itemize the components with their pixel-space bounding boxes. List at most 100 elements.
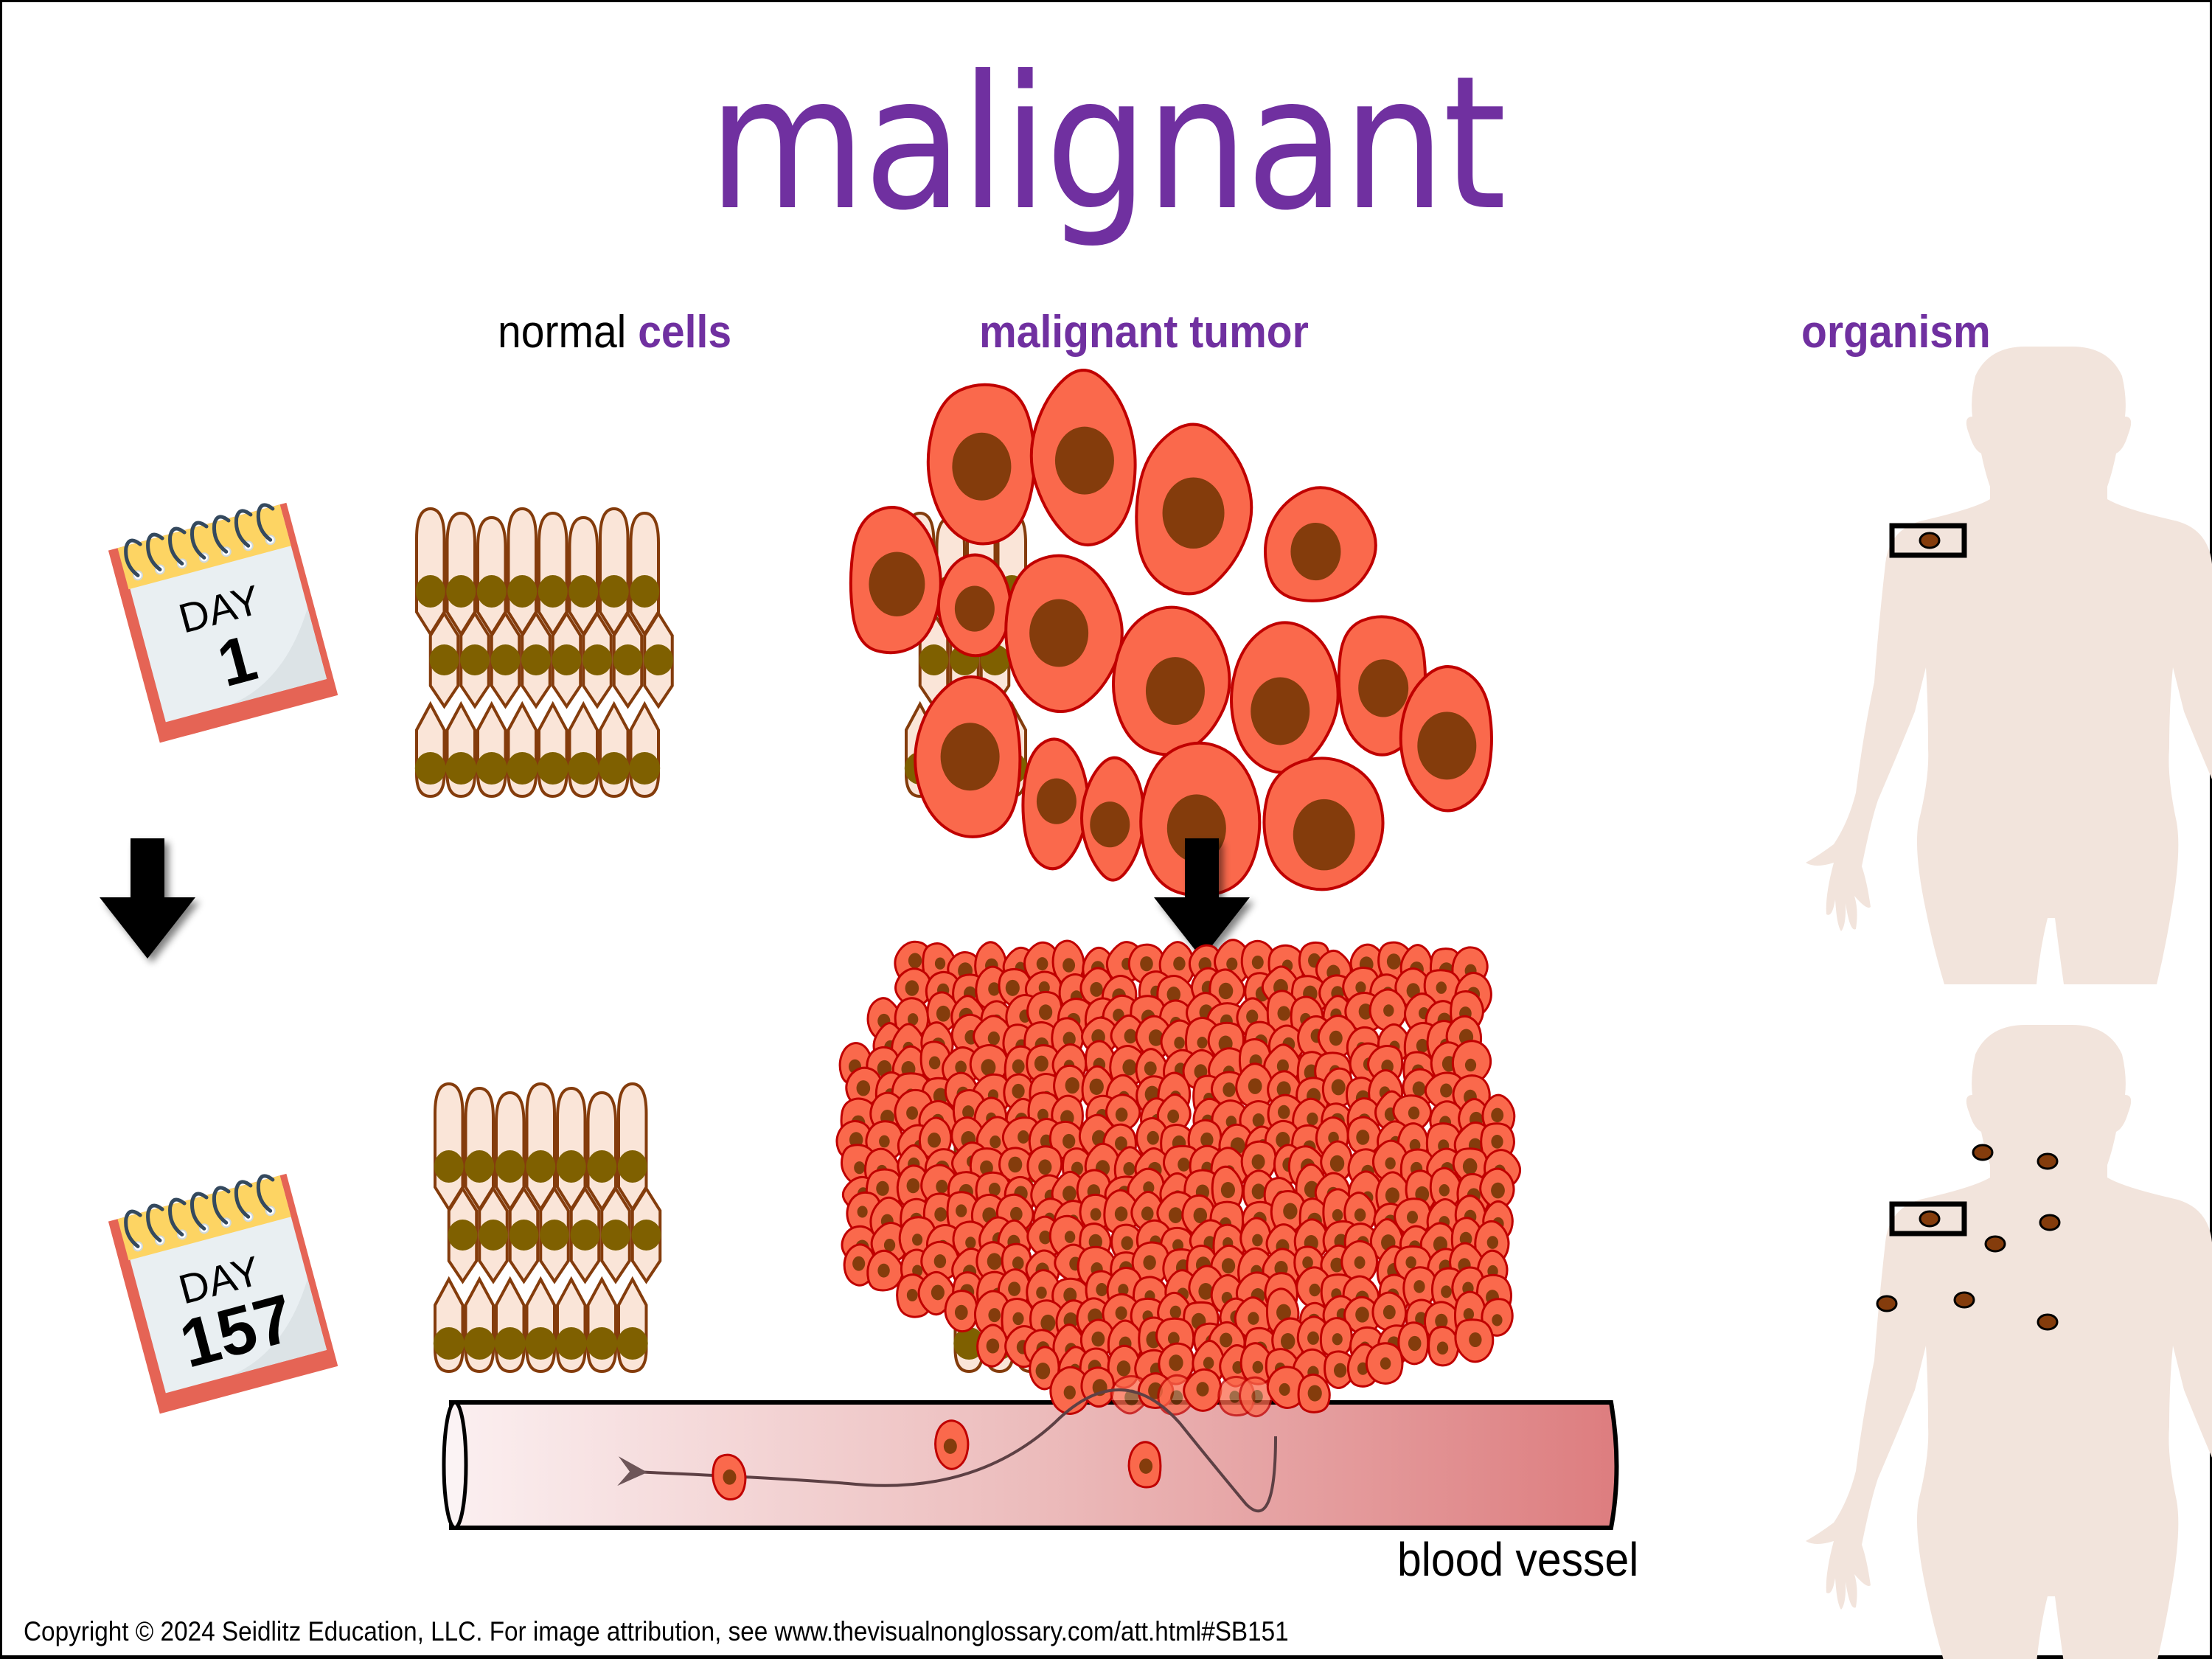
tumor-cell-nucleus (1090, 981, 1103, 997)
tumor-cell-nucleus (1170, 1390, 1183, 1405)
tumor-cell-nucleus (1280, 1333, 1295, 1350)
tumor-cell-nucleus (1251, 1183, 1266, 1200)
tumor-cell-nucleus (1416, 1038, 1429, 1053)
tumor-cell-nucleus (883, 1239, 896, 1252)
calendar-ring (146, 532, 164, 571)
tumor-cell (1021, 737, 1090, 871)
blood-vessel-opening (442, 1400, 468, 1530)
tumor-cell-nucleus (1200, 1132, 1214, 1147)
normal-cell-nucleus (448, 1220, 478, 1251)
tumor-cell-nucleus (1331, 1079, 1346, 1096)
tumor-cell (976, 1324, 1009, 1368)
tumor-cell-nucleus (1167, 1109, 1180, 1124)
tumor-cell-nucleus (1251, 1154, 1265, 1170)
tumor-cell-nucleus (1333, 1363, 1347, 1378)
tumor-cell-nucleus (912, 1234, 923, 1246)
tumor-cell-nucleus (1221, 1258, 1236, 1274)
normal-cell-nucleus (433, 1327, 465, 1360)
tumor-cell-nucleus (1252, 1234, 1263, 1247)
normal-cell-nucleus (509, 1220, 539, 1251)
normal-cell-nucleus (587, 1150, 617, 1183)
tumor-cell-nucleus (1090, 801, 1130, 848)
normal-cell-nucleus (445, 752, 477, 785)
tumor-cell-nucleus (943, 1439, 957, 1454)
normal-cell (525, 1082, 556, 1212)
tumor-cell-nucleus (1178, 1158, 1190, 1172)
tumor-cell-nucleus (1143, 1255, 1156, 1270)
normal-cell (415, 507, 446, 637)
tumor-cell-nucleus (1355, 1307, 1369, 1323)
tumor-cell-nucleus (1279, 1382, 1290, 1397)
tumor-cell-nucleus (1309, 1283, 1321, 1297)
normal-cell-nucleus (555, 1327, 587, 1360)
tumor-cell-nucleus (907, 1013, 919, 1026)
circulating-tumor-cells (712, 1419, 1162, 1501)
tumor-cell-nucleus (954, 585, 995, 632)
tumor-cell (1397, 1321, 1430, 1366)
tumor-cell-nucleus (1469, 1332, 1482, 1347)
tumor-cell-nucleus (1222, 1082, 1236, 1097)
tumor-cell-nucleus (1277, 1105, 1290, 1119)
tumor-cell-nucleus (987, 1253, 1002, 1270)
tumor-cell-nucleus (1356, 1130, 1370, 1145)
tumor-cell-nucleus (1147, 1130, 1159, 1145)
tumor-cell-nucleus (940, 723, 1000, 791)
normal-cell-nucleus (538, 575, 568, 608)
tumor-cell-nucleus (1036, 957, 1048, 971)
tumor-cell (1026, 1044, 1061, 1083)
normal-cell-nucleus (617, 1150, 647, 1183)
tumor-cell (1029, 1346, 1060, 1391)
normal-cell-nucleus (616, 1327, 648, 1360)
malignant-tumor-day157 (835, 939, 1522, 1418)
tumor-cell-nucleus (1169, 1305, 1182, 1319)
tumor-cell-nucleus (854, 1161, 866, 1175)
calendar-ring (190, 1192, 209, 1231)
tumor-cell-nucleus (987, 1031, 1000, 1046)
tumor-cell-nucleus (1413, 1280, 1425, 1293)
tumor-cell-nucleus (1009, 1206, 1023, 1222)
normal-cell-nucleus (556, 1150, 586, 1183)
tumor-cell-nucleus (1018, 1130, 1029, 1144)
tumor-cell-nucleus (1167, 1332, 1180, 1346)
tumor-cell (1004, 554, 1124, 714)
tumor-cell-nucleus (1091, 1331, 1105, 1347)
tumor-cell (1183, 1368, 1222, 1412)
tumor-cell-nucleus (1054, 426, 1114, 495)
calendar-ring (124, 1209, 142, 1248)
tumor-cell-nucleus (1198, 1283, 1214, 1300)
normal-cell-nucleus (552, 644, 582, 675)
tumor-cell-nucleus (1168, 1207, 1183, 1223)
highlight-box (1889, 1201, 1967, 1237)
tumor-cell-nucleus (1293, 799, 1355, 871)
tumor-cell-nucleus (1062, 1032, 1076, 1047)
organism-silhouette-day1 (1806, 347, 2212, 984)
tumor-cell-nucleus (857, 1206, 868, 1218)
calendar-ring (234, 509, 253, 548)
calendar-ring (124, 538, 142, 577)
tumor-cell-nucleus (906, 1178, 920, 1194)
tumor-cell-nucleus (908, 953, 922, 969)
tumor-cell-nucleus (981, 1059, 996, 1077)
tumor-cell-nucleus (1355, 981, 1366, 994)
tumor-cell-nucleus (869, 552, 925, 616)
tumor-cell-nucleus (1143, 1181, 1155, 1194)
normal-cell-nucleus (525, 1327, 557, 1360)
tumor-cell-nucleus (1252, 1113, 1265, 1127)
tumor-cell-nucleus (1039, 1004, 1053, 1020)
normal-cell-nucleus (570, 1220, 600, 1251)
tumor-cell-nucleus (856, 1080, 871, 1096)
tumor-cell (1368, 988, 1408, 1032)
tumor-cell (926, 383, 1036, 546)
tumor-cell-nucleus (1462, 1158, 1478, 1175)
tumor-cell (1454, 1318, 1495, 1363)
tumor-cell-nucleus (1332, 1208, 1343, 1222)
heading-normal-word: normal (498, 307, 627, 358)
tumor-cell-nucleus (1008, 1281, 1021, 1296)
calendar-ring (256, 1174, 275, 1213)
tumor-cell-nucleus (1162, 477, 1225, 549)
tumor-cell-nucleus (1140, 956, 1153, 972)
tumor-cell-nucleus (1412, 1081, 1426, 1096)
tumor-cell-nucleus (1197, 1036, 1208, 1049)
normal-cell-nucleus (582, 644, 612, 675)
